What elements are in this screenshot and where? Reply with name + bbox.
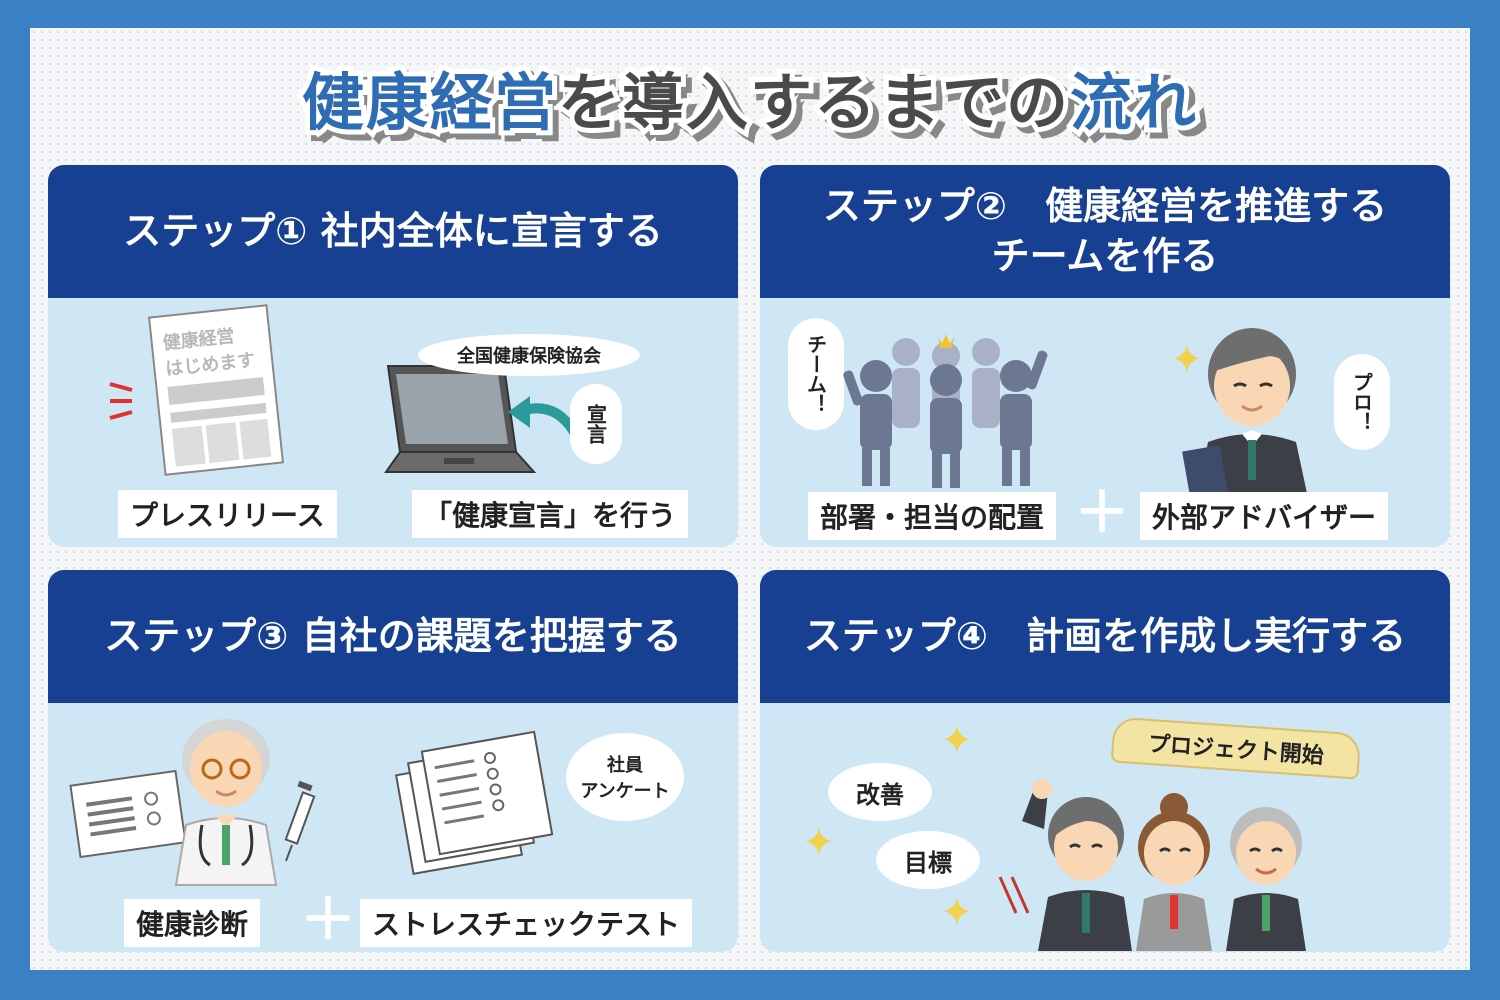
title-highlight-2: 流れ	[1070, 66, 1199, 139]
questionnaire-sheets-icon	[394, 730, 554, 875]
plus-icon: ＋	[1074, 481, 1130, 546]
step1-heading: ステップ① 社内全体に宣言する	[48, 165, 738, 298]
health-declaration-label: 「健康宣言」を行う	[412, 490, 689, 538]
stress-check-label: ストレスチェックテスト	[360, 899, 693, 947]
step1-body: 健康経営 はじめます 全国健康保険協会 宣言 プレスリリース 「健康宣言」を行う	[48, 298, 738, 547]
association-bubble: 全国健康保険協会	[418, 334, 640, 376]
department-label: 部署・担当の配置	[808, 492, 1057, 540]
sparkle-icon: ✦	[802, 820, 836, 866]
title-shadow: 健康経営を導入するまでの流れ	[303, 67, 1207, 150]
press-release-label: プレスリリース	[118, 490, 337, 538]
step4-heading: ステップ④ 計画を作成し実行する	[760, 570, 1450, 703]
page-title: 健康経営を導入するまでの流れ	[0, 52, 1500, 142]
motion-lines-icon	[998, 876, 1030, 914]
improvement-bubble: 改善	[828, 763, 932, 821]
step1-card: ステップ① 社内全体に宣言する 健康経営 はじめます 全国健康保険協会	[48, 165, 738, 547]
survey-bubble-line1: 社員	[607, 755, 643, 776]
pro-bubble: プロ！	[1334, 354, 1390, 450]
survey-bubble: 社員 アンケート	[566, 733, 684, 821]
step2-heading-line1: ステップ② 健康経営を推進する	[822, 184, 1388, 229]
external-advisor-label: 外部アドバイザー	[1140, 492, 1389, 540]
syringe-icon	[284, 780, 316, 862]
step3-heading: ステップ③ 自社の課題を把握する	[48, 570, 738, 703]
plus-icon: ＋	[300, 888, 356, 952]
step4-body: ✦ ✦ ✦ 改善 目標 プロジェクト開始	[760, 703, 1450, 952]
sparkle-icon: ✦	[940, 718, 974, 764]
doctor-icon	[174, 719, 278, 886]
step3-body: 社員 アンケート 健康診断 ＋ ストレスチェックテスト	[48, 703, 738, 952]
survey-bubble-line2: アンケート	[580, 781, 670, 802]
step2-body: チーム！ ✦	[760, 298, 1450, 547]
title-highlight-1: 健康経営	[301, 66, 558, 139]
arrow-icon	[508, 396, 579, 435]
team-bubble: チーム！	[788, 318, 844, 430]
step3-card: ステップ③ 自社の課題を把握する	[48, 570, 738, 952]
team-members-icon	[1022, 779, 1306, 951]
health-checkup-label: 健康診断	[124, 899, 261, 947]
goal-bubble: 目標	[876, 831, 980, 889]
attention-lines-icon	[109, 382, 133, 420]
title-middle: を導入するまでの	[557, 66, 1070, 139]
title-outline: 健康経営を導入するまでの流れ	[297, 61, 1201, 144]
sparkle-icon: ✦	[1170, 337, 1204, 383]
step2-heading: ステップ② 健康経営を推進する チームを作る	[760, 165, 1450, 298]
sparkle-icon: ✦	[940, 890, 974, 936]
press-release-document: 健康経営 はじめます	[147, 304, 285, 476]
step4-card: ステップ④ 計画を作成し実行する ✦ ✦ ✦ 改善 目標 プロジェクト開始	[760, 570, 1450, 952]
team-silhouettes-icon	[843, 334, 1048, 488]
step2-card: ステップ② 健康経営を推進する チームを作る チーム！ ✦	[760, 165, 1450, 547]
declare-bubble: 宣言	[570, 384, 622, 464]
step2-heading-line2: チームを作る	[991, 233, 1219, 278]
project-start-banner: プロジェクト開始	[1110, 716, 1362, 780]
advisor-person-icon	[1182, 328, 1308, 499]
laptop-icon	[384, 365, 537, 473]
